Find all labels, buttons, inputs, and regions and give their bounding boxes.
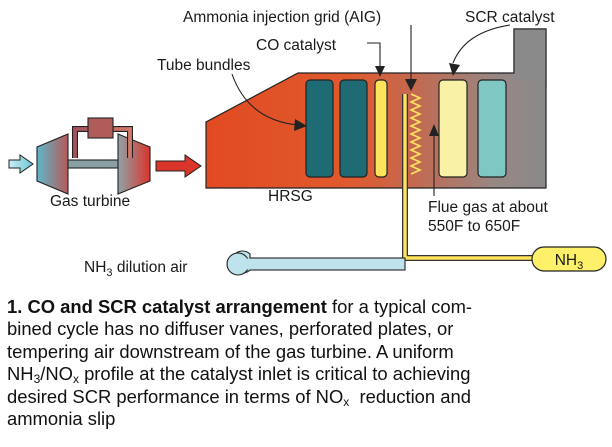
caption-line-5: desired SCR performance in terms of NOx …: [7, 385, 471, 409]
caption-line-2: bined cycle has no diffuser vanes, perfo…: [7, 318, 454, 340]
nh3-supply-pill: [531, 246, 607, 272]
aig-injection-zigzag: [409, 93, 422, 175]
scr-arrangement-diagram: NH3 Ammonia injection grid (AIG) SCR cat…: [8, 9, 607, 279]
co-catalyst-label: CO catalyst: [256, 37, 337, 54]
caption-bold-title: CO and SCR catalyst arrangement: [27, 296, 327, 317]
caption-number: 1.: [7, 296, 23, 317]
tube-bundle-2: [339, 79, 368, 178]
tube-bundles-label: Tube bundles: [157, 57, 251, 74]
caption-line-1: 1. CO and SCR catalyst arrangement for a…: [7, 296, 473, 317]
hrsg-stack-fill: [514, 29, 546, 80]
caption-line-6: ammonia slip: [7, 408, 116, 430]
turbine-shaft: [67, 159, 119, 169]
dilution-air-label: NH3 dilution air: [84, 259, 187, 279]
scr-catalyst-label: SCR catalyst: [465, 9, 555, 26]
figure-caption: 1. CO and SCR catalyst arrangement for a…: [7, 296, 607, 430]
co-catalyst: [374, 79, 388, 178]
svg-text:NH3: NH3: [555, 252, 584, 272]
gas-turbine-label: Gas turbine: [50, 193, 130, 210]
tube-bundle-1: [305, 79, 334, 178]
hrsg-label: HRSG: [268, 188, 313, 205]
scr-catalyst-1: [438, 79, 468, 178]
dilution-air-duct: [244, 257, 406, 271]
exhaust-flow-arrow: [155, 154, 202, 178]
nh3-pill-label: NH: [555, 252, 577, 269]
inlet-air-arrow: [8, 154, 34, 174]
scr-catalyst-2: [477, 79, 507, 178]
turbine-compressor: [36, 133, 69, 195]
combustor: [87, 117, 114, 139]
caption-line-4: NH3/NOx profile at the catalyst inlet is…: [7, 363, 471, 387]
aig-label: Ammonia injection grid (AIG): [183, 9, 381, 26]
flue-gas-label-line1: Flue gas at about: [428, 199, 548, 216]
flue-gas-label-line2: 550F to 650F: [428, 218, 520, 235]
caption-line-3: tempering air downstream of the gas turb…: [7, 340, 454, 362]
turbine-expander: [117, 133, 151, 195]
